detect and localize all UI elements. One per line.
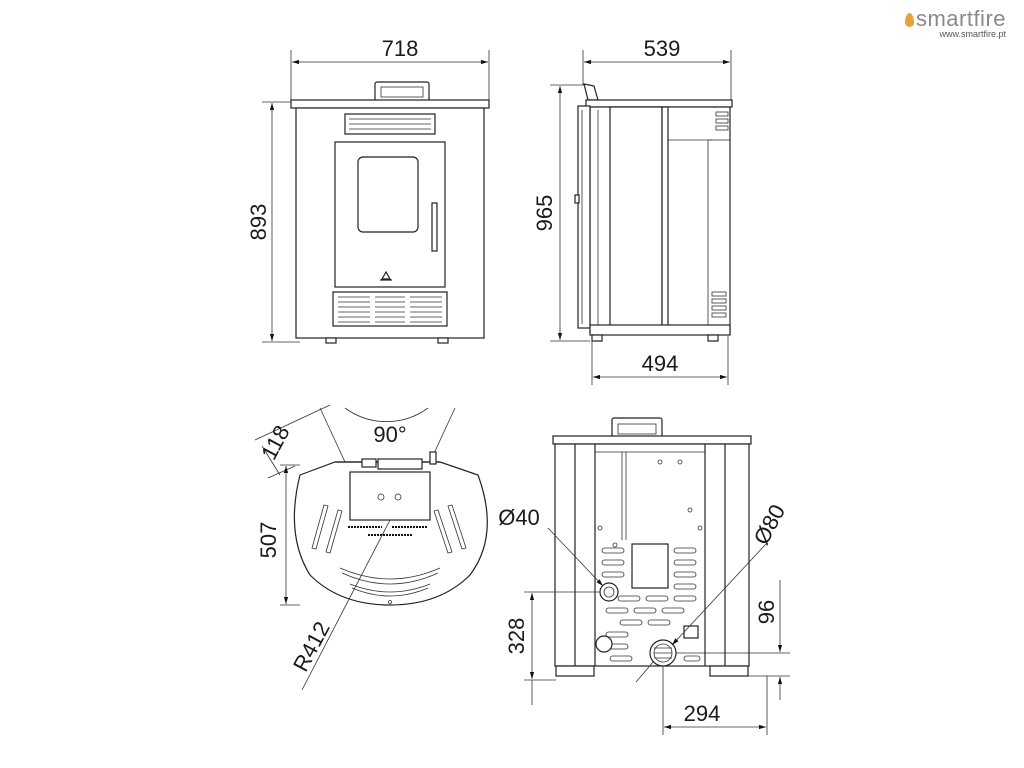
rear-inlet-diameter-label: Ø40 [498,505,540,530]
side-height-label: 965 [532,195,557,232]
front-view: 718 893 [246,36,490,344]
rear-inlet-height-label: 328 [504,618,529,655]
rear-outlet-diameter-label: Ø80 [749,500,791,548]
rear-outlet-height-label: 96 [754,600,779,624]
front-height-label: 893 [246,204,271,241]
flame-icon [904,13,914,27]
brand-logo: smartfire www.smartfire.pt [904,6,1006,39]
top-view: 90° 118 507 [254,404,488,691]
front-width-label: 718 [382,36,419,61]
top-depth-label: 507 [256,522,281,559]
rear-view: Ø40 328 Ø80 96 294 [498,417,791,735]
side-depth-label: 539 [644,36,681,61]
brand-name: smartfire [915,6,1006,31]
rear-outlet-offset-label: 294 [684,701,721,726]
brand-url: www.smartfire.pt [939,29,1006,39]
top-angle-label: 90° [373,422,406,447]
top-radius-label: R412 [288,617,335,675]
top-offset-label: 118 [256,421,295,464]
side-view: 539 965 [532,36,733,385]
side-base-depth-label: 494 [642,351,679,376]
